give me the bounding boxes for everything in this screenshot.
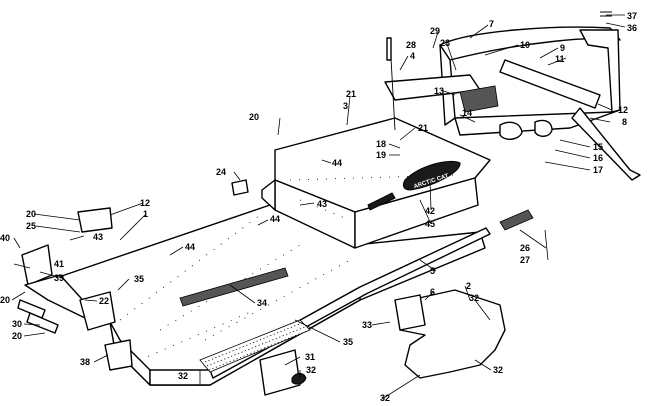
callout-16: 16 xyxy=(593,153,603,163)
callout-2: 2 xyxy=(466,281,471,291)
callout-40: 40 xyxy=(0,233,10,243)
callout-33: 33 xyxy=(362,320,372,330)
callout-12: 12 xyxy=(140,198,150,208)
callout-18: 18 xyxy=(376,139,386,149)
callout-39: 39 xyxy=(54,273,64,283)
rear-bumper-assembly xyxy=(384,11,641,181)
callout-37: 37 xyxy=(627,11,637,21)
leader-lines xyxy=(11,14,626,400)
callout-45: 45 xyxy=(425,219,435,229)
callout-17: 17 xyxy=(593,165,603,175)
callout-1: 1 xyxy=(143,209,148,219)
callout-31: 31 xyxy=(305,352,315,362)
callout-22: 22 xyxy=(99,296,109,306)
callout-20: 20 xyxy=(0,295,10,305)
callout-24: 24 xyxy=(216,167,226,177)
callout-20: 20 xyxy=(26,209,36,219)
callout-23: 23 xyxy=(440,38,450,48)
callout-44: 44 xyxy=(270,214,280,224)
callout-41: 41 xyxy=(54,259,64,269)
callout-32: 32 xyxy=(380,393,390,403)
callout-38: 38 xyxy=(80,357,90,367)
callout-28: 28 xyxy=(406,40,416,50)
callout-44: 44 xyxy=(185,242,195,252)
callout-32: 32 xyxy=(469,293,479,303)
callout-32: 32 xyxy=(178,371,188,381)
callout-29: 29 xyxy=(430,26,440,36)
callout-15: 15 xyxy=(593,142,603,152)
callout-5: 5 xyxy=(430,266,435,276)
callout-3: 3 xyxy=(343,101,348,111)
callout-20: 20 xyxy=(249,112,259,122)
callout-34: 34 xyxy=(257,298,267,308)
callout-26: 26 xyxy=(520,243,530,253)
callout-labels: 37 36 7 29 23 10 9 11 28 4 13 14 12 8 15… xyxy=(0,11,637,403)
callout-32: 32 xyxy=(493,365,503,375)
callout-12: 12 xyxy=(618,105,628,115)
callout-10: 10 xyxy=(520,40,530,50)
callout-44: 44 xyxy=(332,158,342,168)
callout-21: 21 xyxy=(418,123,428,133)
callout-19: 19 xyxy=(376,150,386,160)
callout-35: 35 xyxy=(134,274,144,284)
callout-43: 43 xyxy=(93,232,103,242)
callout-4: 4 xyxy=(410,51,415,61)
callout-13: 13 xyxy=(434,86,444,96)
chassis-body: ARCTIC CAT xyxy=(49,117,491,386)
callout-35: 35 xyxy=(343,337,353,347)
callout-36: 36 xyxy=(627,23,637,33)
callout-21: 21 xyxy=(346,89,356,99)
callout-27: 27 xyxy=(520,255,530,265)
callout-43: 43 xyxy=(317,199,327,209)
rear-hitch-brackets xyxy=(259,209,534,396)
callout-25: 25 xyxy=(26,221,36,231)
callout-32: 32 xyxy=(306,365,316,375)
callout-11: 11 xyxy=(555,54,565,64)
callout-7: 7 xyxy=(489,19,494,29)
callout-8: 8 xyxy=(622,117,627,127)
callout-30: 30 xyxy=(12,319,22,329)
callout-6: 6 xyxy=(430,287,435,297)
callout-42: 42 xyxy=(425,206,435,216)
callout-20: 20 xyxy=(12,331,22,341)
callout-14: 14 xyxy=(462,108,472,118)
callout-9: 9 xyxy=(560,43,565,53)
